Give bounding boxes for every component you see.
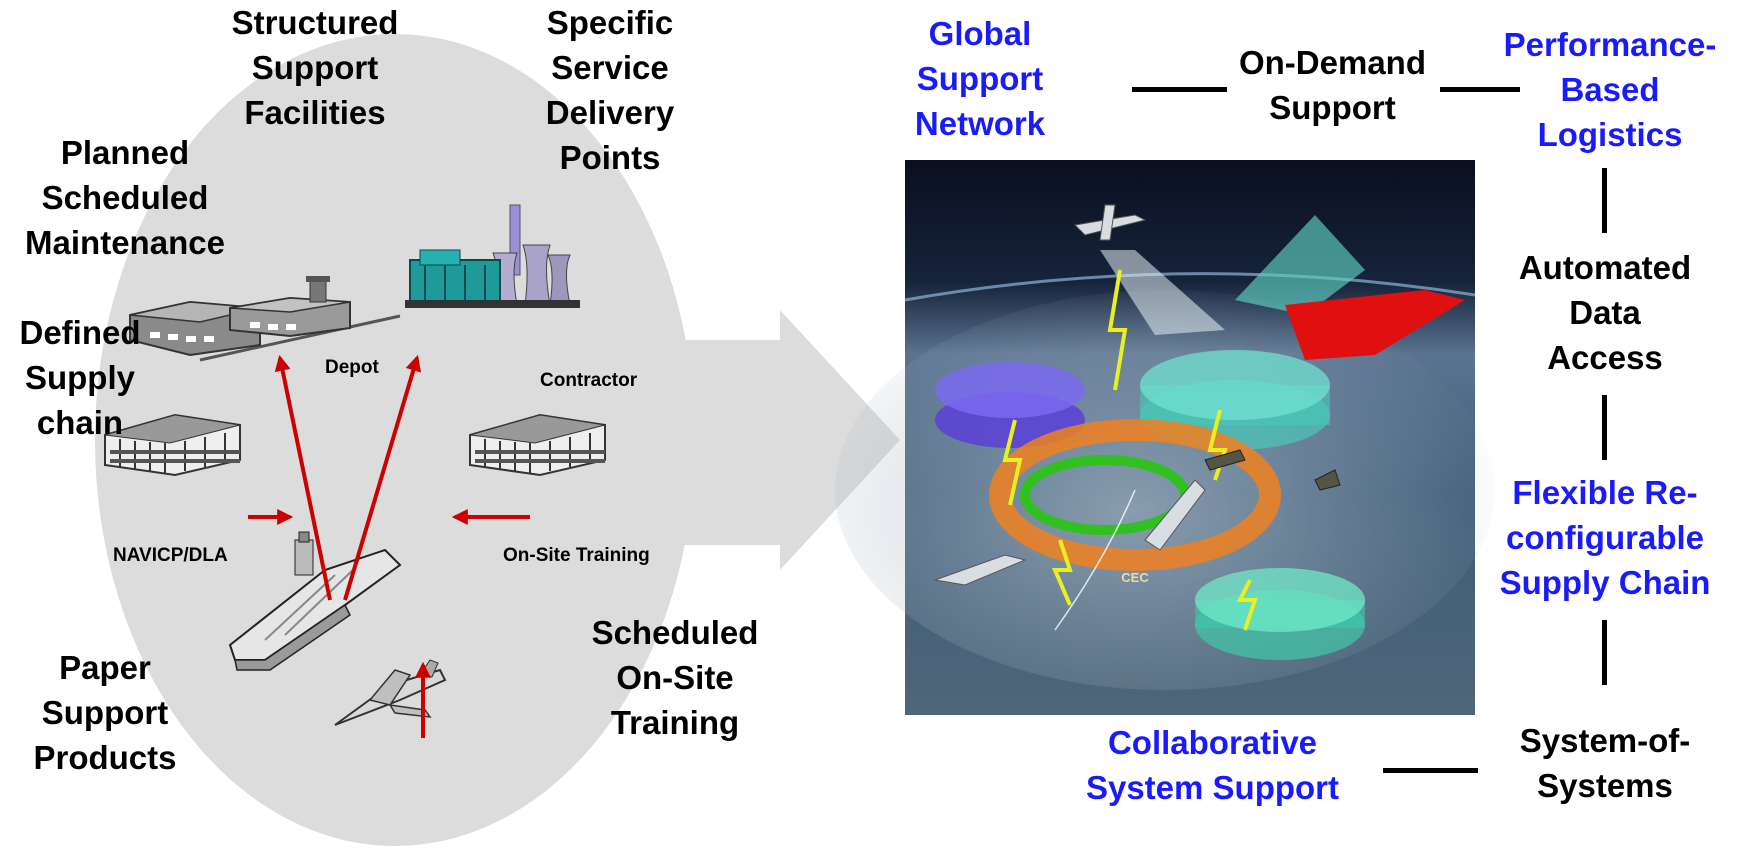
connector-automated-flexible bbox=[1602, 395, 1607, 460]
connector-collab-sos bbox=[1383, 768, 1478, 773]
aircraft-carrier-icon bbox=[228, 531, 402, 671]
global-support-network-label: Global Support Network bbox=[914, 15, 1046, 142]
onsite-training-label: On-Site Training bbox=[503, 545, 650, 566]
specific-service-delivery-label: Specific Service Delivery Points bbox=[545, 4, 675, 176]
scheduled-onsite-training-label: Scheduled On-Site Training bbox=[591, 614, 759, 741]
connector-ondemand-pbl bbox=[1440, 87, 1520, 92]
training-building-icon bbox=[469, 413, 606, 477]
depot-hangar-icon bbox=[129, 276, 401, 362]
connector-pbl-automated bbox=[1602, 168, 1607, 233]
contractor-plant-icon bbox=[405, 204, 580, 308]
flexible-supply-chain-label: Flexible Re- configurable Supply Chain bbox=[1499, 474, 1711, 601]
network-centric-scene: CEC bbox=[835, 160, 1495, 715]
cec-label: CEC bbox=[1121, 570, 1149, 585]
defined-supply-chain-label: Defined Supply chain bbox=[19, 314, 141, 441]
fighter-jet-icon bbox=[334, 659, 447, 726]
navicp-building-icon bbox=[104, 413, 241, 477]
navicp-label: NAVICP/DLA bbox=[113, 545, 228, 566]
contractor-label: Contractor bbox=[540, 370, 638, 391]
connector-global-ondemand bbox=[1132, 87, 1227, 92]
arrow-carrier-to-depot bbox=[274, 354, 332, 601]
planned-scheduled-maintenance-label: Planned Scheduled Maintenance bbox=[25, 134, 225, 261]
system-of-systems-label: System-of- Systems bbox=[1519, 722, 1691, 804]
automated-data-access-label: Automated Data Access bbox=[1518, 249, 1692, 376]
paper-support-products-label: Paper Support Products bbox=[33, 649, 177, 776]
structured-support-facilities-label: Structured Support Facilities bbox=[231, 4, 399, 131]
performance-based-logistics-label: Performance- Based Logistics bbox=[1503, 26, 1717, 153]
transition-arrow bbox=[600, 310, 900, 570]
collaborative-system-support-label: Collaborative System Support bbox=[1085, 724, 1340, 806]
connector-flexible-sos bbox=[1602, 620, 1607, 685]
arrow-carrier-to-contractor bbox=[343, 354, 422, 601]
depot-label: Depot bbox=[325, 357, 379, 378]
on-demand-support-label: On-Demand Support bbox=[1238, 44, 1426, 126]
